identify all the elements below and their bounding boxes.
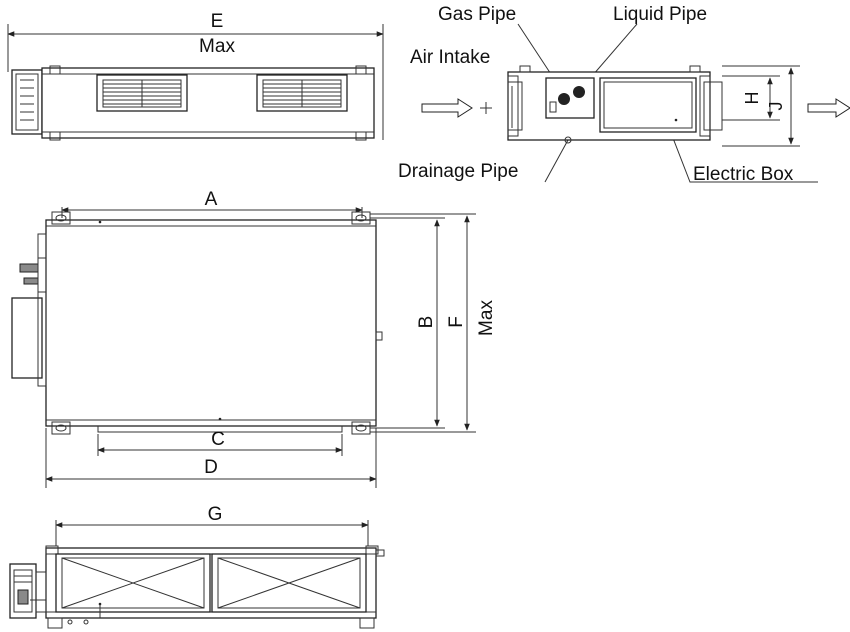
air-intake-label: Air Intake xyxy=(410,47,490,68)
gas-pipe-label: Gas Pipe xyxy=(438,4,516,25)
air-intake-arrow xyxy=(421,98,492,118)
dimension-j-label: J xyxy=(766,102,786,111)
plan-gas-pipe xyxy=(19,263,39,273)
filter-panel-left xyxy=(55,553,211,613)
dimension-f-label: F xyxy=(446,316,467,328)
dimension-a-label: A xyxy=(205,189,218,210)
liquid-pipe-connection xyxy=(573,86,585,98)
dimension-e-label: E xyxy=(211,11,224,32)
liquid-pipe-label: Liquid Pipe xyxy=(613,4,707,25)
rear-pipe-fittings xyxy=(9,563,47,619)
plan-body xyxy=(45,219,377,427)
plan-view: A B F xyxy=(11,189,497,488)
motor-box xyxy=(11,69,43,135)
dimension-b-label: B xyxy=(416,316,437,329)
dimension-d-label: D xyxy=(204,457,218,478)
filter-panel-right xyxy=(211,553,367,613)
side-view: Gas Pipe Liquid Pipe Air Intake Drainage… xyxy=(398,4,850,185)
plan-electric-box xyxy=(11,297,43,379)
electric-box-label: Electric Box xyxy=(693,164,794,185)
pipe-panel xyxy=(545,77,595,119)
bottom-view: G xyxy=(9,504,385,629)
electric-box xyxy=(599,77,697,133)
dimension-c-label: C xyxy=(211,429,225,450)
dimension-h-label: H xyxy=(742,92,762,105)
drainage-pipe-label: Drainage Pipe xyxy=(398,161,518,182)
gas-pipe-connection xyxy=(558,93,570,105)
plan-liquid-pipe xyxy=(23,277,39,285)
dimension-g-label: G xyxy=(208,504,223,525)
drainage-pipe-connection xyxy=(564,136,572,144)
dimension-e-max-label: Max xyxy=(199,36,235,57)
blower-outlet-right xyxy=(256,74,348,112)
dimension-f-max-label: Max xyxy=(476,300,497,336)
air-outlet-arrow xyxy=(807,98,850,118)
front-view: E Max xyxy=(7,11,384,141)
blower-outlet-left xyxy=(96,74,188,112)
